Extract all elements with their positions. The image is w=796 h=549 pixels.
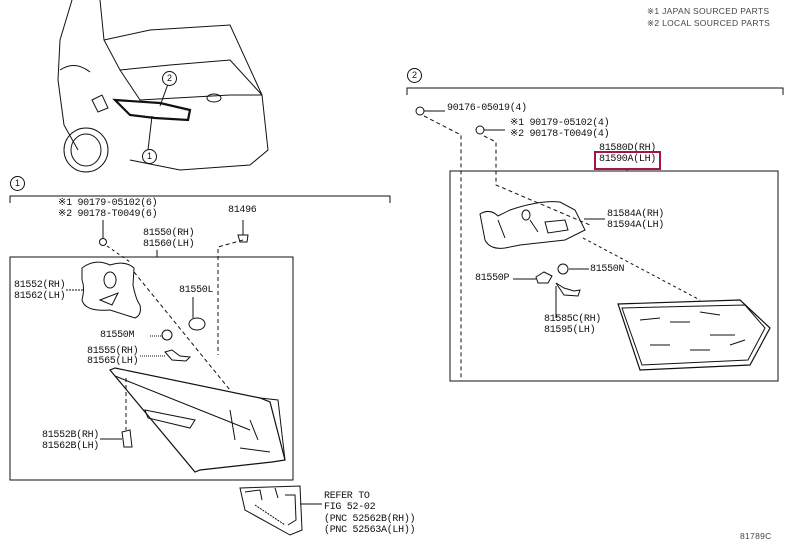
part-bolt-japan-2[interactable]: ※1 90179-05102(4): [510, 118, 610, 129]
part-pad-lh[interactable]: 81562B(LH): [42, 441, 100, 452]
group-2-label: 2: [407, 68, 422, 83]
part-pad-rh[interactable]: 81552B(RH): [42, 430, 100, 441]
part-assembly-2-lh[interactable]: 81590A(LH): [599, 154, 657, 165]
part-socket-wire-2-rh[interactable]: 81585C(RH): [544, 314, 602, 325]
callout-1-marker: 1: [142, 149, 157, 164]
part-81550n[interactable]: 81550N: [590, 264, 625, 275]
car-rear-sketch: [57, 0, 269, 173]
part-gasket-lh[interactable]: 81562(LH): [14, 291, 66, 302]
part-81496[interactable]: 81496: [228, 205, 257, 216]
figure-id: 81789C: [740, 531, 772, 541]
part-81550m[interactable]: 81550M: [100, 330, 135, 341]
refer-pnc-rh[interactable]: (PNC 52562B(RH)): [324, 514, 416, 525]
part-assembly-lh[interactable]: 81560(LH): [143, 239, 195, 250]
part-gasket-2-lh[interactable]: 81594A(LH): [607, 220, 665, 231]
part-nut-90176[interactable]: 90176-05019(4): [447, 103, 527, 114]
legend-local-sourced: ※2 LOCAL SOURCED PARTS: [647, 18, 771, 28]
part-bolt-local[interactable]: ※2 90178-T0049(6): [58, 209, 158, 220]
part-socket-wire-rh[interactable]: 81555(RH): [87, 346, 139, 357]
part-socket-wire-2-lh[interactable]: 81595(LH): [544, 325, 596, 336]
group-1-label: 1: [10, 176, 25, 191]
refer-figure-link[interactable]: FIG 52-02: [324, 502, 376, 513]
part-assembly-2-rh[interactable]: 81580D(RH): [599, 143, 657, 154]
part-81550p[interactable]: 81550P: [475, 273, 510, 284]
part-assembly-rh[interactable]: 81550(RH): [143, 228, 195, 239]
part-81550l[interactable]: 81550L: [179, 285, 214, 296]
refer-pnc-lh[interactable]: (PNC 52563A(LH)): [324, 525, 416, 536]
part-gasket-2-rh[interactable]: 81584A(RH): [607, 209, 665, 220]
bracket-sketch: [239, 485, 322, 536]
callout-2-marker: 2: [162, 71, 177, 86]
part-bolt-local-2[interactable]: ※2 90178-T0049(4): [510, 129, 610, 140]
part-socket-wire-lh[interactable]: 81565(LH): [87, 356, 139, 367]
part-bolt-japan[interactable]: ※1 90179-05102(6): [58, 198, 158, 209]
refer-to-label[interactable]: REFER TO: [324, 491, 370, 502]
legend-japan-sourced: ※1 JAPAN SOURCED PARTS: [647, 6, 770, 16]
part-gasket-rh[interactable]: 81552(RH): [14, 280, 66, 291]
legend: ※1 JAPAN SOURCED PARTS ※2 LOCAL SOURCED P…: [647, 5, 770, 29]
selected-part-highlight: [594, 151, 661, 170]
